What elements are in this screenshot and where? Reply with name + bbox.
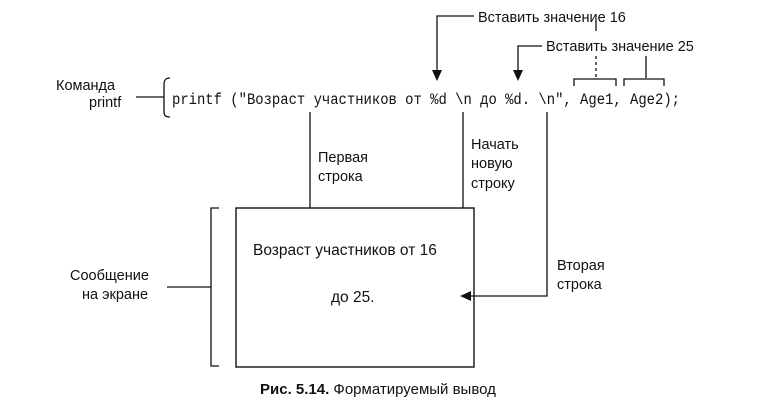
caption-text: Форматируемый вывод (329, 381, 496, 398)
age1-bracket (573, 78, 617, 86)
screen-line-2: до 25. (331, 289, 375, 306)
command-brace (163, 77, 171, 118)
arrow-insert-16-head (432, 70, 442, 81)
first-line-label-1: Первая (318, 150, 368, 166)
arrow-insert-25-head (513, 70, 523, 81)
age2-bracket (623, 78, 665, 86)
caption-prefix: Рис. 5.14. (260, 381, 329, 398)
second-line-label-2: строка (557, 277, 603, 293)
arrow-second-line (470, 112, 548, 297)
screen-message-box (235, 207, 475, 368)
command-label-line1: Команда (56, 78, 116, 94)
command-label-line2: printf (89, 95, 122, 111)
arrow-second-line-head (460, 291, 471, 301)
message-label-1: Сообщение (70, 268, 149, 284)
arrow-insert-16-line (436, 15, 474, 71)
new-line-label-3: строку (471, 176, 516, 192)
screen-line-1: Возраст участников от 16 (253, 242, 437, 259)
printf-statement: printf ("Возраст участников от %d \n до … (172, 91, 680, 109)
message-label-2: на экране (82, 287, 148, 303)
figure-caption: Рис. 5.14. Форматируемый вывод (260, 381, 496, 398)
message-bracket (210, 207, 219, 367)
first-line-label-2: строка (318, 169, 364, 185)
insert-value-16-label: Вставить значение 16 (478, 10, 626, 26)
insert-value-25-label: Вставить значение 25 (546, 39, 694, 55)
new-line-label-2: новую (471, 156, 513, 172)
second-line-label-1: Вторая (557, 258, 605, 274)
new-line-label-1: Начать (471, 137, 519, 153)
arrow-insert-25-line (517, 45, 542, 71)
